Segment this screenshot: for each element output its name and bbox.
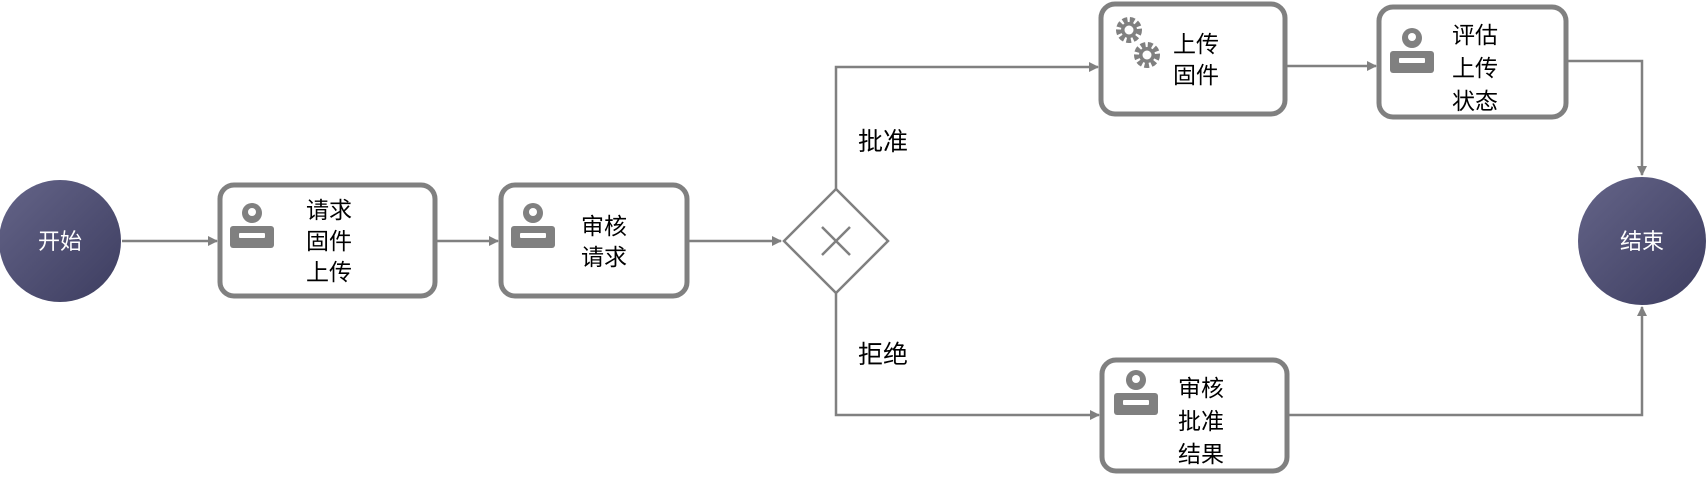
task-evaluate-upload-status[interactable]: 评估 上传 状态 xyxy=(1376,4,1569,120)
flow-approve xyxy=(834,62,1099,189)
task-label: 评估 上传 状态 xyxy=(1452,23,1505,115)
start-event[interactable]: 开始 xyxy=(0,180,121,302)
flow-reject xyxy=(834,293,1100,420)
x-icon xyxy=(821,226,851,256)
end-event-label: 结束 xyxy=(1620,230,1664,255)
task-label: 请求 固件 上传 xyxy=(306,198,359,286)
task-upload-firmware[interactable]: 上传 固件 xyxy=(1098,1,1288,117)
task-label: 审核 批准 结果 xyxy=(1178,376,1231,468)
task-review-approval-result[interactable]: 审核 批准 结果 xyxy=(1099,357,1290,474)
condition-approve-label: 批准 xyxy=(858,127,908,156)
end-event[interactable]: 结束 xyxy=(1578,177,1706,305)
task-request-firmware-upload[interactable]: 请求 固件 上传 xyxy=(217,182,438,299)
task-label: 上传 固件 xyxy=(1173,32,1226,89)
task-label: 审核 请求 xyxy=(581,214,634,271)
start-event-label: 开始 xyxy=(38,230,82,255)
flow-result-to-end xyxy=(1289,306,1647,417)
flow-evaluate-to-end xyxy=(1568,59,1647,176)
task-review-request[interactable]: 审核 请求 xyxy=(498,182,690,299)
condition-reject-label: 拒绝 xyxy=(858,340,908,369)
exclusive-gateway[interactable] xyxy=(782,187,890,295)
